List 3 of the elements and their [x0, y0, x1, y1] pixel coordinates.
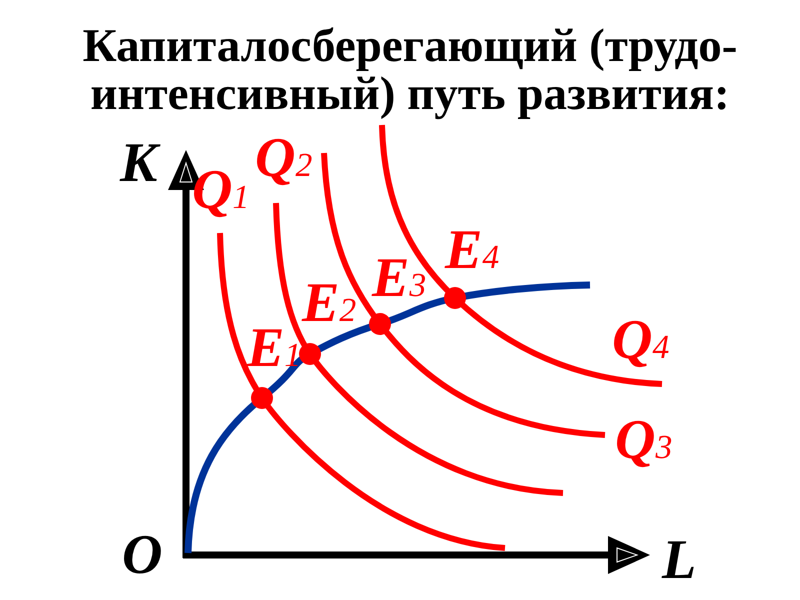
axis-label: L: [662, 532, 696, 588]
origin-label: O: [122, 527, 162, 583]
title: Капиталосберегающий (трудо-интенсивный) путь развития:: [82, 22, 738, 118]
